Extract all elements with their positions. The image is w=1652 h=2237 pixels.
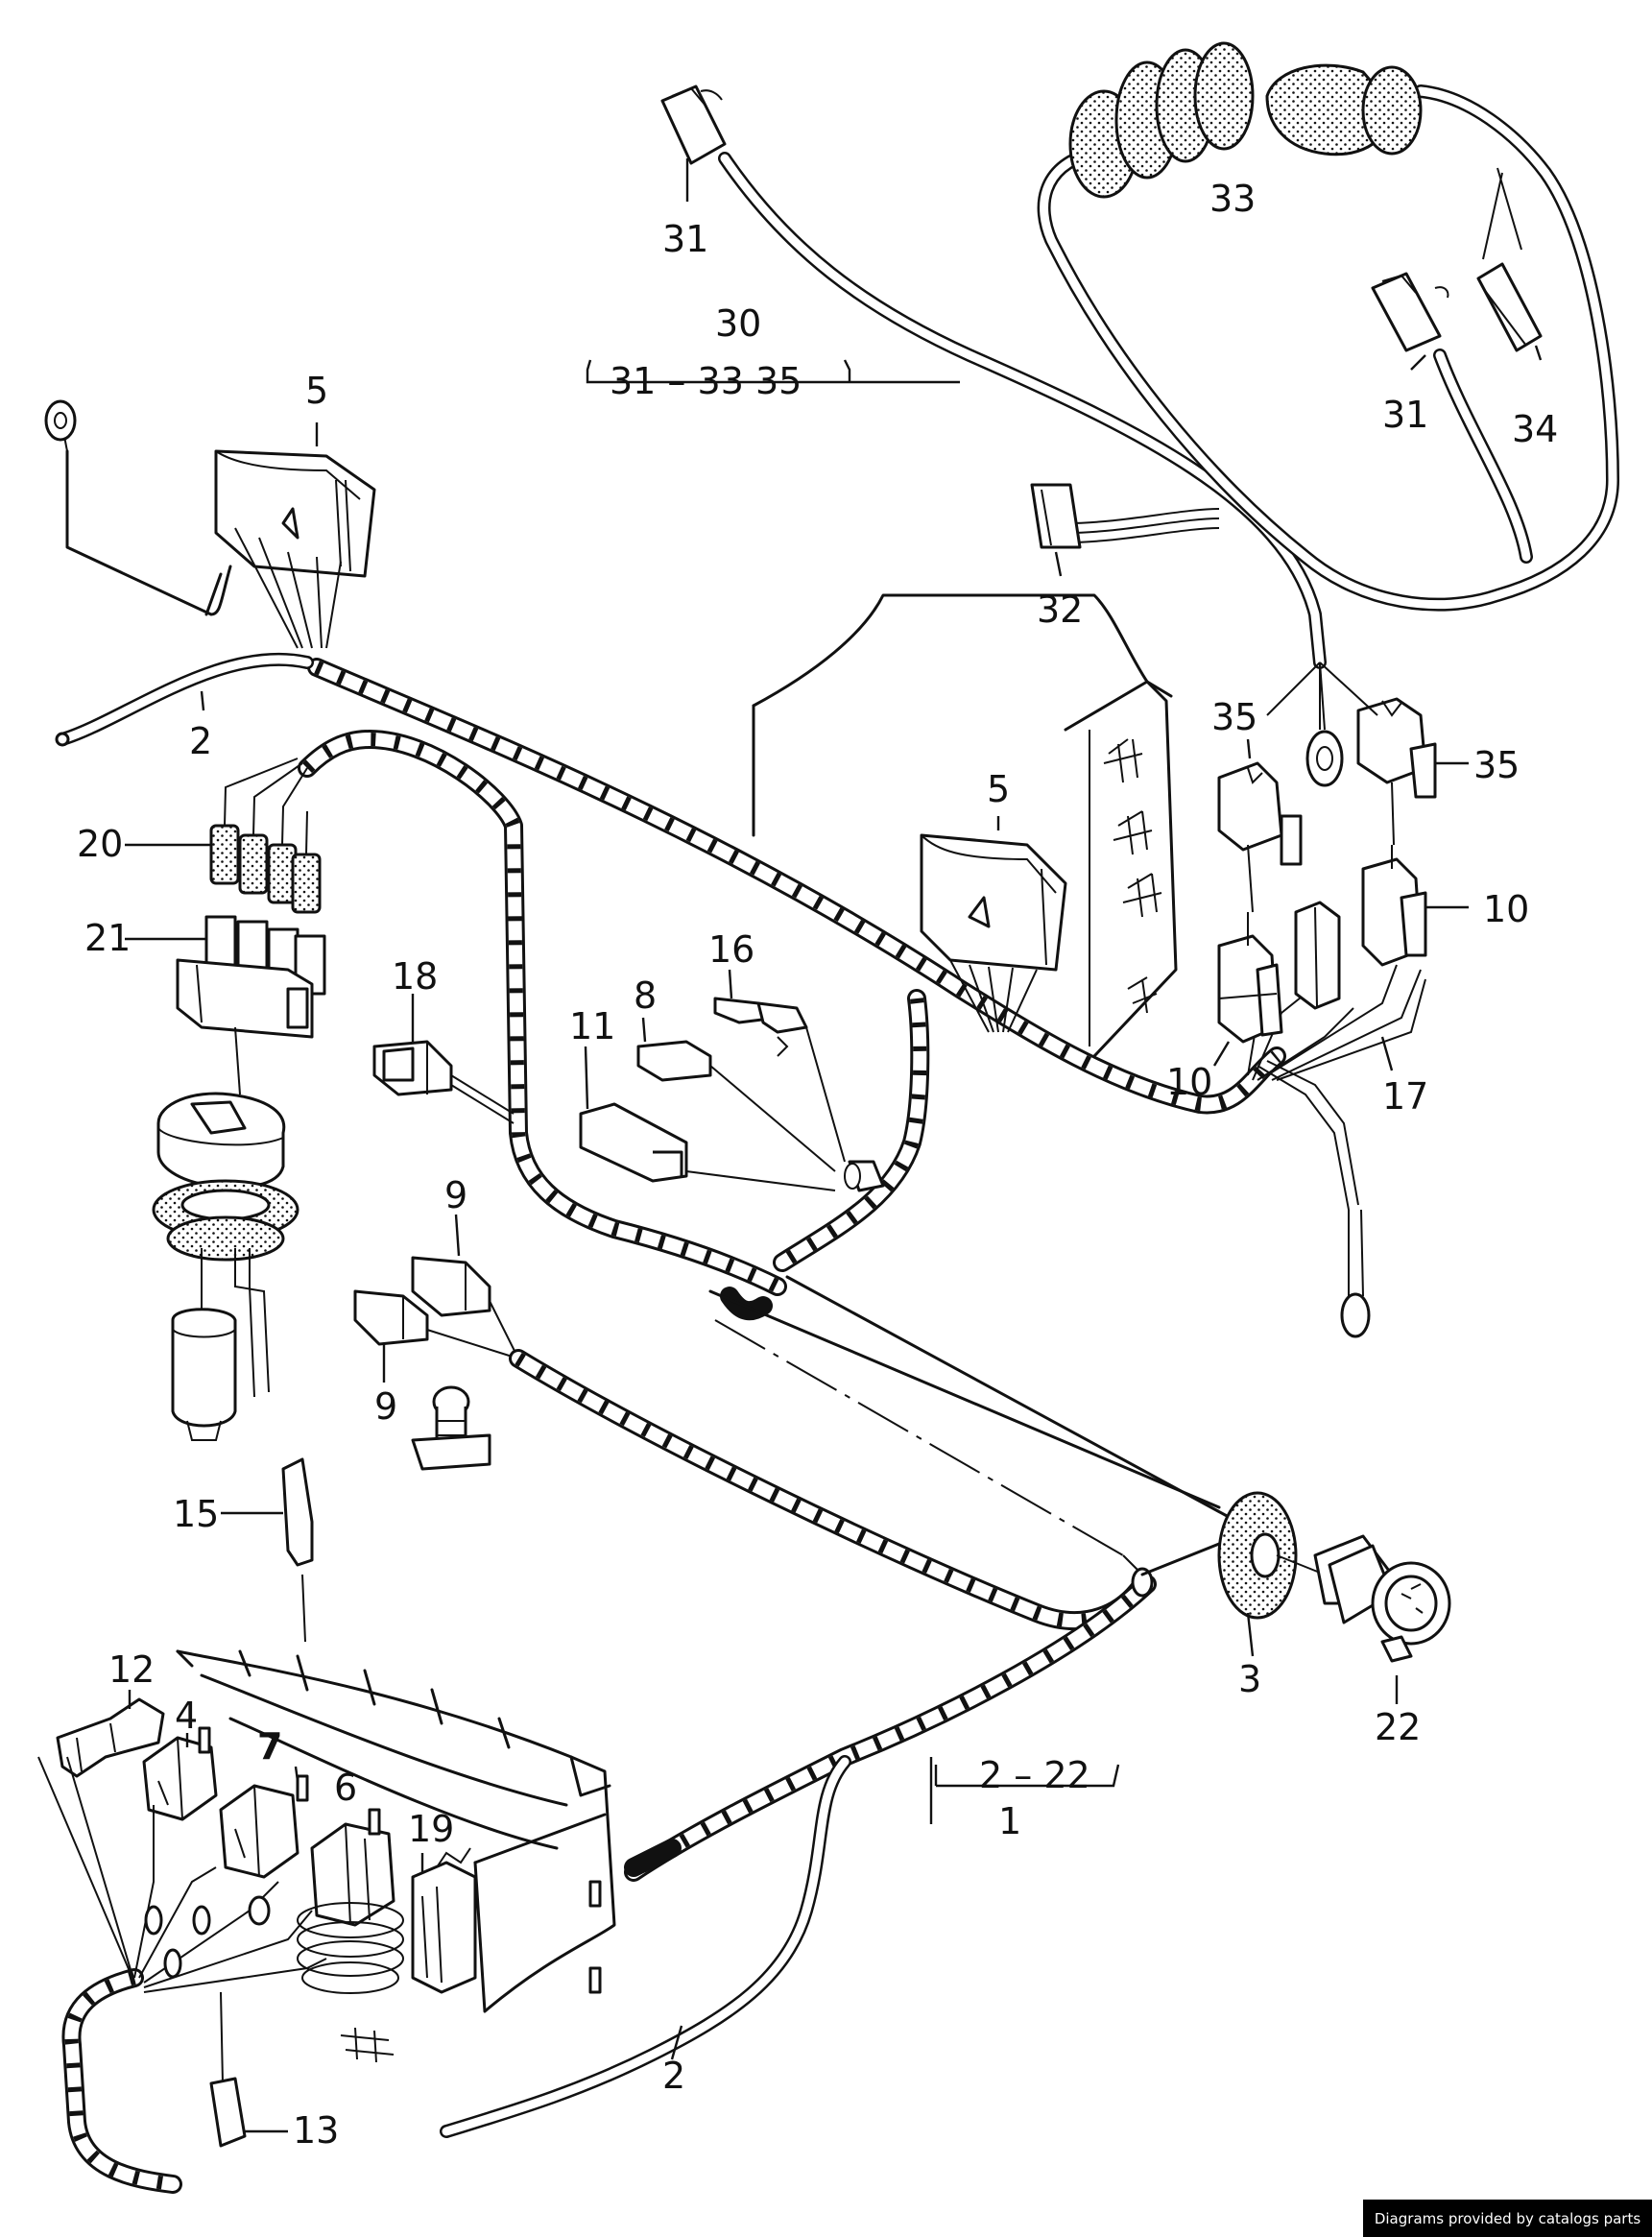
main-harness-lower bbox=[440, 1349, 1157, 2138]
grommet-part-3 bbox=[1140, 1491, 1326, 1620]
callout-2-22: 2 – 22 bbox=[979, 1754, 1090, 1796]
relay-part-4 bbox=[142, 1726, 218, 1821]
connector-part-31-right bbox=[1371, 272, 1449, 352]
callout-13: 13 bbox=[293, 2109, 339, 2152]
relay-part-20 bbox=[209, 758, 322, 914]
callout-30: 30 bbox=[715, 302, 761, 345]
leader-lines bbox=[125, 158, 1543, 2133]
connector-part-35-right bbox=[1356, 697, 1437, 846]
callout-3: 3 bbox=[1238, 1658, 1261, 1700]
callout-32: 32 bbox=[1037, 589, 1083, 631]
callout-10-left: 10 bbox=[1166, 1061, 1212, 1103]
connector-part-18 bbox=[372, 1040, 515, 1124]
connector-part-8 bbox=[636, 1040, 836, 1172]
callout-labels: 31 30 31 – 33 35 33 31 34 32 5 2 20 21 5… bbox=[77, 178, 1558, 2152]
callout-2-top: 2 bbox=[189, 720, 212, 762]
callout-11: 11 bbox=[569, 1005, 615, 1047]
relay-part-6 bbox=[297, 1808, 404, 1994]
relay-panel bbox=[176, 1649, 682, 2063]
connector-part-5-left bbox=[44, 399, 376, 649]
callout-5-left: 5 bbox=[305, 370, 328, 412]
socket-part-22 bbox=[1313, 1534, 1451, 1663]
callout-31-right: 31 bbox=[1382, 394, 1428, 436]
connector-part-9-lower bbox=[353, 1289, 429, 1346]
connector-part-17 bbox=[1294, 901, 1341, 1010]
connector-part-32 bbox=[1030, 483, 1082, 549]
connector-part-31-top bbox=[660, 84, 727, 165]
callout-18: 18 bbox=[392, 955, 438, 998]
grommet-part-33 bbox=[1068, 41, 1423, 199]
callout-22: 22 bbox=[1375, 1706, 1421, 1748]
callout-9-lower: 9 bbox=[374, 1385, 397, 1428]
callout-4: 4 bbox=[175, 1695, 198, 1737]
relay-part-19 bbox=[411, 1847, 477, 1994]
callout-35-left: 35 bbox=[1211, 696, 1257, 738]
callout-10-right: 10 bbox=[1483, 888, 1529, 930]
callout-12: 12 bbox=[108, 1648, 155, 1691]
callout-30-range: 31 – 33 35 bbox=[610, 360, 802, 402]
callout-33: 33 bbox=[1209, 178, 1256, 220]
harness-lower-left bbox=[37, 1756, 327, 2194]
callout-1: 1 bbox=[998, 1800, 1021, 1842]
callout-2-bottom: 2 bbox=[662, 2055, 685, 2097]
connector-part-34 bbox=[1476, 262, 1543, 352]
callout-7: 7 bbox=[257, 1725, 282, 1768]
control-unit-housing bbox=[752, 593, 1178, 1058]
connector-part-35-left bbox=[1217, 761, 1303, 913]
connector-part-9-upper bbox=[411, 1256, 491, 1317]
harness-branch-to-socket bbox=[708, 1275, 1231, 1576]
relay-part-7 bbox=[219, 1774, 309, 1879]
upper-right-harness bbox=[718, 84, 1619, 669]
callout-16: 16 bbox=[708, 928, 754, 971]
footer-credit-banner: Diagrams provided by catalogs parts bbox=[1363, 2200, 1652, 2237]
callout-5-center: 5 bbox=[987, 768, 1010, 810]
callout-15: 15 bbox=[173, 1493, 219, 1535]
connector-part-16 bbox=[713, 997, 846, 1163]
fuel-pump-assembly bbox=[152, 1026, 299, 1441]
callout-20: 20 bbox=[77, 823, 123, 865]
connector-part-11 bbox=[579, 1102, 885, 1192]
ring-terminal bbox=[1305, 661, 1344, 787]
wire-9 bbox=[426, 1300, 519, 1359]
callout-8: 8 bbox=[634, 974, 657, 1017]
relay-part-21 bbox=[176, 915, 326, 1039]
callout-31-top: 31 bbox=[662, 218, 708, 260]
connector-part-5-center bbox=[920, 833, 1067, 1033]
connector-part-15 bbox=[281, 1457, 314, 1643]
relay-part-12 bbox=[56, 1697, 165, 1778]
callout-19: 19 bbox=[408, 1808, 454, 1850]
callout-34: 34 bbox=[1512, 408, 1558, 450]
callout-6: 6 bbox=[334, 1767, 357, 1809]
callout-17: 17 bbox=[1382, 1075, 1428, 1118]
callout-9-upper: 9 bbox=[444, 1174, 467, 1216]
switch-component bbox=[411, 1385, 491, 1471]
callout-21: 21 bbox=[84, 917, 131, 959]
connector-part-10-right bbox=[1361, 857, 1427, 967]
callout-35-right: 35 bbox=[1473, 744, 1520, 786]
wire-bundle-right bbox=[1247, 661, 1393, 946]
connector-part-10-left bbox=[1217, 934, 1283, 1044]
main-harness-top bbox=[55, 652, 1426, 1338]
